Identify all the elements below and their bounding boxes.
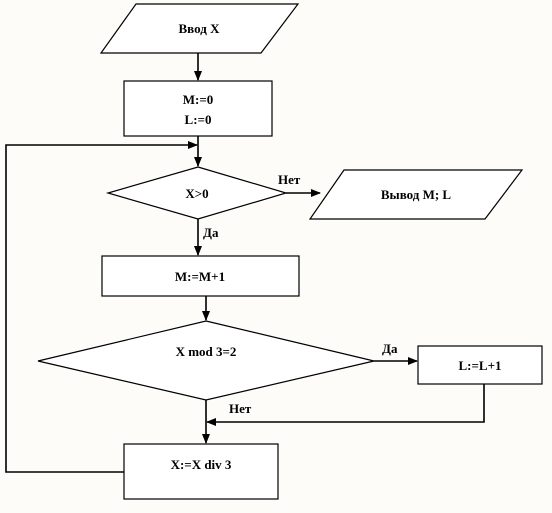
edge-label-mod-yes: Да: [382, 341, 398, 356]
increment-l-block: [417, 345, 543, 385]
edge-label-x-positive-yes: Да: [203, 225, 219, 240]
arrow-loop-back: [5, 141, 198, 473]
edge-label-x-positive-no: Нет: [278, 172, 301, 187]
mod-label: X mod 3=2: [176, 344, 237, 359]
output-ml-label: Вывод M; L: [381, 187, 452, 202]
edge-label-mod-no: Нет: [229, 401, 252, 416]
increment-m-label: M:=M+1: [175, 269, 225, 284]
init-block: [123, 80, 273, 137]
x-positive-label: X>0: [185, 186, 208, 201]
increment-m-block: [101, 255, 300, 297]
arrow-increment-l-merge: [206, 384, 485, 426]
mod-decision: [37, 320, 375, 401]
increment-l-label: L:=L+1: [459, 358, 502, 373]
div-x-block: [123, 443, 279, 500]
input-x-label: Ввод X: [179, 21, 221, 36]
input-x-parallelogram: [99, 3, 300, 54]
init-m-label: M:=0: [183, 92, 214, 107]
div-x-label: X:=X div 3: [171, 457, 232, 472]
init-l-label: L:=0: [185, 112, 212, 127]
output-ml-parallelogram: [308, 169, 524, 220]
